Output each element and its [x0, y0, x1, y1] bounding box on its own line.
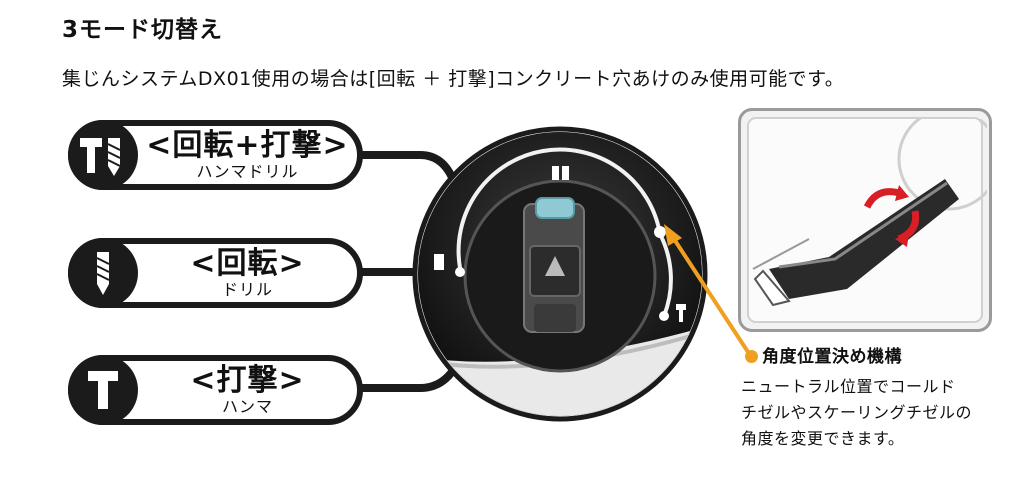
- callout-line: ニュートラル位置でコールド: [741, 377, 956, 396]
- mode-sub-label: ハンマドリル: [196, 162, 299, 181]
- bullet-dot-icon: [745, 350, 758, 363]
- usage-note: 集じんシステムDX01使用の場合は[回転 ＋ 打撃]コンクリート穴あけのみ使用可…: [62, 68, 845, 90]
- callout-heading-text: 角度位置決め機構: [762, 347, 902, 367]
- mode-sub-label: ドリル: [221, 280, 273, 299]
- mode-hammer: <打撃> ハンマ: [68, 355, 363, 425]
- callout-line: 角度を変更できます。: [741, 429, 905, 448]
- page-title: 3モード切替え: [62, 17, 224, 43]
- mode-label: <打撃>: [190, 363, 305, 398]
- mode-hammer-drill: <回転+打撃> ハンマドリル: [68, 120, 363, 190]
- callout-line: チゼルやスケーリングチゼルの: [741, 403, 973, 422]
- hammer-icon: [68, 355, 138, 425]
- mode-selector-dial: [412, 126, 708, 422]
- drill-bit-icon: [68, 238, 138, 308]
- callout-heading: 角度位置決め機構: [745, 342, 902, 367]
- mode-drill: <回転> ドリル: [68, 238, 363, 308]
- hammer-drill-icon: [68, 120, 138, 190]
- mode-label: <回転>: [190, 246, 305, 281]
- callout-body: ニュートラル位置でコールド チゼルやスケーリングチゼルの 角度を変更できます。: [741, 374, 1011, 452]
- mode-label: <回転+打撃>: [146, 128, 349, 163]
- mode-sub-label: ハンマ: [221, 397, 273, 416]
- chisel-photo-panel: [738, 108, 992, 332]
- chisel-illustration: [752, 111, 989, 307]
